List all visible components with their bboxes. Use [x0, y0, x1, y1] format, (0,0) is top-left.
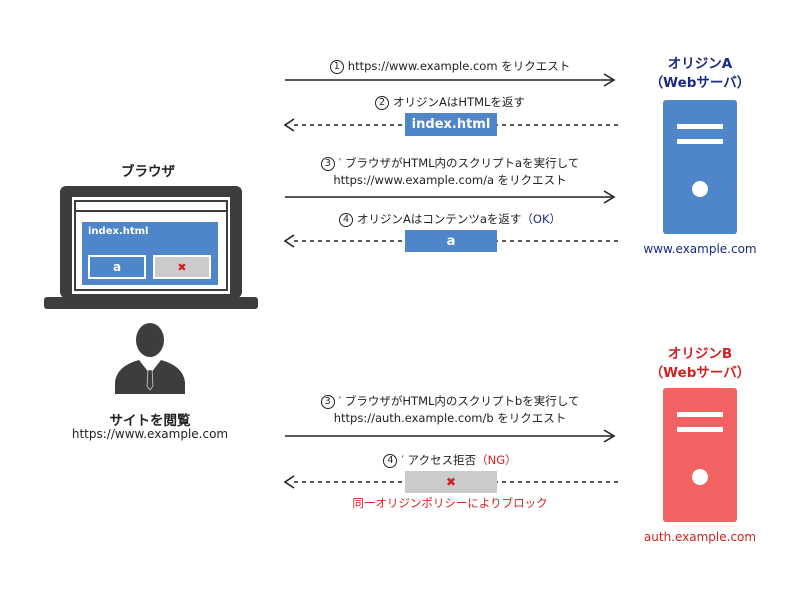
step3a-prime: ′ [338, 156, 342, 170]
script-b-blocked-box: ✖ [153, 255, 211, 279]
origin-b-title-line1: オリジンB [667, 346, 733, 362]
origin-a-title-line1: オリジンA [667, 56, 733, 72]
step3a-line1: ブラウザがHTML内のスクリプトaを実行して [345, 156, 580, 170]
origin-b-title-line2: （Webサーバ） [649, 365, 751, 381]
origin-a-title: オリジンA （Webサーバ） [620, 55, 780, 93]
origin-a-server-icon [663, 100, 737, 234]
step4a-payload: a [405, 230, 497, 252]
step1-number: 1 [329, 60, 344, 74]
origin-a-title-line2: （Webサーバ） [649, 75, 751, 91]
step4b-note: 同一オリジンポリシーによりブロック [352, 496, 548, 510]
script-a-label: a [112, 260, 122, 274]
origin-b-domain: auth.example.com [643, 530, 757, 544]
step4a-status: （OK） [521, 212, 561, 226]
step2-payload: index.html [405, 113, 497, 136]
step4a-text: オリジンAはコンテンツaを返す [356, 212, 522, 226]
step2-number: 2 [375, 96, 390, 110]
user-title: サイトを閲覧 [109, 413, 191, 429]
step3a-line2: https://www.example.com/a をリクエスト [333, 173, 567, 187]
browser-page-label: index.html [88, 226, 149, 237]
step4b-text: アクセス拒否 [407, 453, 477, 467]
browser-page: index.html a ✖ [82, 222, 218, 285]
step3b-line2: https://auth.example.com/b をリクエスト [333, 411, 567, 425]
step4b-number: 4 [383, 454, 398, 468]
step3a-label: 3′ ブラウザがHTML内のスクリプトaを実行して https://www.ex… [285, 155, 615, 189]
step3b-number: 3 [320, 395, 335, 409]
origin-b-title: オリジンB （Webサーバ） [620, 345, 780, 383]
step3b-label: 3′ ブラウザがHTML内のスクリプトbを実行して https://auth.e… [285, 393, 615, 427]
step2-payload-label: index.html [411, 117, 491, 132]
step4a-number: 4 [338, 213, 353, 227]
step4b-label: 4′ アクセス拒否（NG） [285, 452, 615, 469]
origin-a-domain: www.example.com [643, 242, 757, 256]
user-url: https://www.example.com [71, 427, 229, 441]
step3b-line1: ブラウザがHTML内のスクリプトbを実行して [344, 394, 580, 408]
step4a-payload-label: a [446, 233, 456, 249]
origin-b-server-icon [663, 388, 737, 522]
step4b-payload: ✖ [405, 471, 497, 493]
browser-title: ブラウザ [121, 164, 175, 180]
step1-text: https://www.example.com をリクエスト [347, 59, 571, 73]
blocked-x-icon: ✖ [177, 260, 187, 274]
script-a-box: a [88, 255, 146, 279]
step4b-prime: ′ [401, 453, 404, 467]
step2-text: オリジンAはHTMLを返す [393, 95, 525, 109]
step4b-blocked-x-icon: ✖ [445, 475, 457, 489]
step3b-prime: ′ [338, 394, 342, 408]
step3a-number: 3 [320, 157, 335, 171]
user-icon [115, 323, 185, 394]
step4b-status: （NG） [476, 453, 517, 467]
